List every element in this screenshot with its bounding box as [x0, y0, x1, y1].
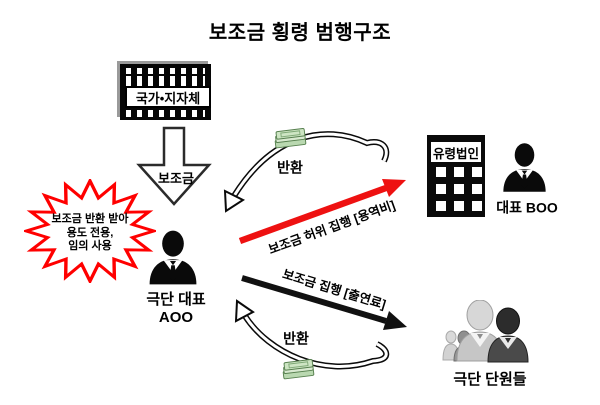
members-group-icon	[442, 300, 529, 363]
return-lower-curved-arrow-icon	[234, 299, 390, 370]
money-icon	[274, 128, 307, 149]
building-windows	[436, 167, 482, 211]
building-windows	[126, 110, 205, 117]
return-upper-label: 반환	[277, 159, 303, 176]
building-windows	[126, 76, 205, 86]
director-name: AOO	[158, 309, 194, 326]
building-windows	[126, 68, 205, 74]
ceo-person-icon	[503, 143, 546, 192]
execution-arrow-icon	[241, 275, 407, 330]
members-label: 극단 단원들	[453, 371, 527, 388]
false-execution-arrow-icon	[238, 179, 406, 245]
ghost-corp-label: 유령법인	[431, 142, 481, 162]
government-label: 국가•지자체	[125, 86, 211, 108]
ceo-label: 대표 BOO	[496, 199, 558, 216]
starburst-note: 보조금 반환 받아 용도 전용, 임의 사용	[52, 213, 129, 254]
return-upper-curved-arrow-icon	[223, 131, 390, 213]
money-icon	[282, 359, 315, 380]
director-person-icon	[149, 230, 197, 285]
director-label: 극단 대표 AOO	[146, 291, 205, 327]
subsidy-down-arrow-icon	[136, 126, 212, 206]
subsidy-flow-label: 보조금	[158, 171, 194, 187]
starburst-icon	[24, 179, 156, 283]
ghost-corp-building-icon: 유령법인	[427, 135, 485, 217]
note-line-2: 용도 전용,	[66, 226, 114, 239]
government-building-icon: 국가•지자체	[120, 64, 211, 120]
return-lower-label: 반환	[283, 330, 309, 347]
director-role: 극단 대표	[146, 291, 206, 308]
page-title: 보조금 횡령 범행구조	[208, 22, 392, 44]
note-line-3: 임의 사용	[68, 239, 112, 252]
note-line-1: 보조금 반환 받아	[51, 212, 129, 225]
